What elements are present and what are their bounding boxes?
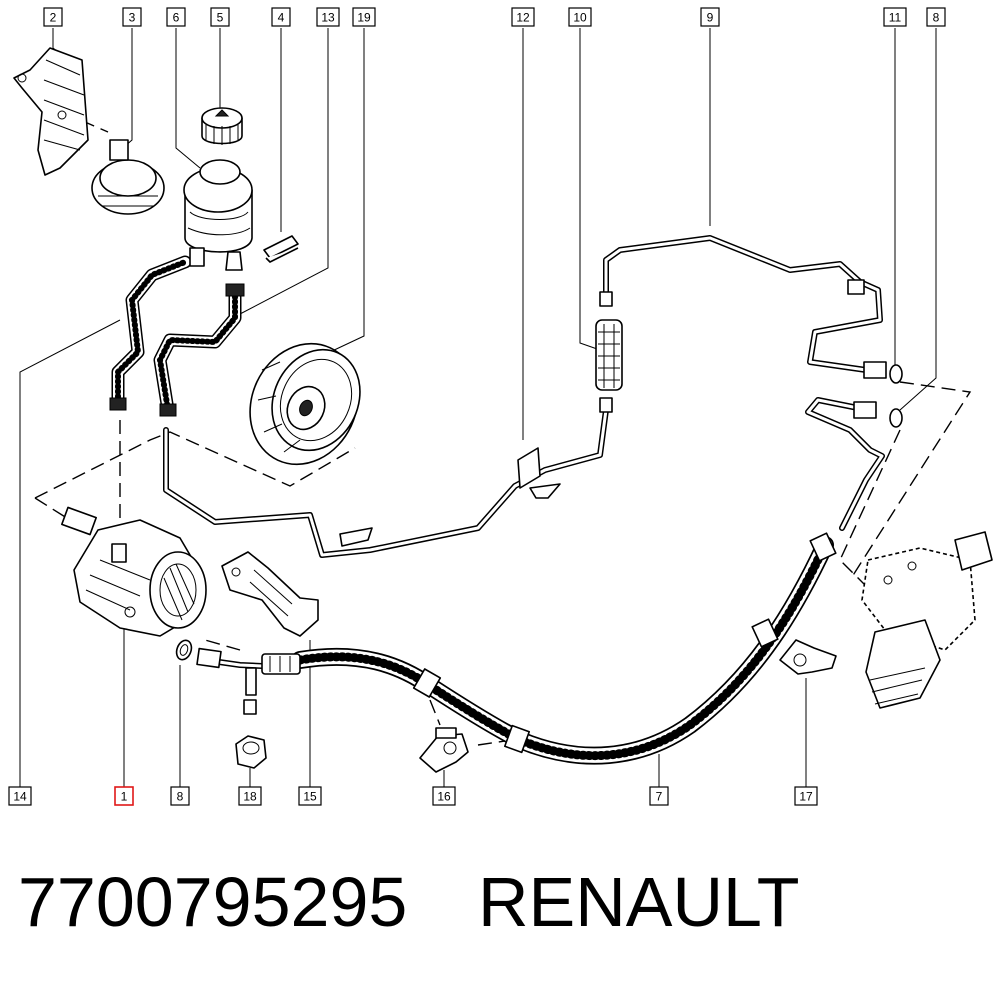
label-10: 10	[568, 7, 592, 27]
label-6: 6	[166, 7, 186, 27]
brand-name: RENAULT	[478, 863, 800, 941]
svg-text:13: 13	[321, 11, 335, 25]
label-boxes-top: 2 3 6 5 4 13 19 12 10 9 11 8	[43, 7, 946, 27]
part-16-clamp	[419, 727, 469, 773]
metal-pipe-9	[603, 235, 883, 373]
label-boxes-bottom: 14 1 8 18 15 16 7 17	[8, 786, 818, 806]
label-2: 2	[43, 7, 63, 27]
part-11-fittings	[847, 279, 903, 428]
part-6-reservoir	[183, 159, 253, 271]
steering-box	[861, 531, 993, 709]
svg-text:3: 3	[129, 11, 136, 25]
label-18: 18	[238, 786, 262, 806]
metal-pipe-right	[805, 397, 885, 531]
pressure-hose-7	[291, 532, 837, 765]
label-4: 4	[271, 7, 291, 27]
svg-text:4: 4	[278, 11, 285, 25]
caption: 7700795295 RENAULT	[18, 863, 800, 941]
assembly-dashed-lines	[34, 111, 972, 746]
part-8-oring	[175, 639, 193, 661]
svg-text:10: 10	[573, 11, 587, 25]
label-13: 13	[316, 7, 340, 27]
svg-text:18: 18	[243, 790, 257, 804]
label-19: 19	[352, 7, 376, 27]
part-5-cap	[201, 107, 243, 145]
label-3: 3	[122, 7, 142, 27]
svg-text:15: 15	[303, 790, 317, 804]
label-14: 14	[8, 786, 32, 806]
label-5: 5	[210, 7, 230, 27]
svg-text:8: 8	[177, 790, 184, 804]
svg-text:1: 1	[121, 790, 128, 804]
label-12: 12	[511, 7, 535, 27]
svg-text:2: 2	[50, 11, 57, 25]
svg-text:19: 19	[357, 11, 371, 25]
label-9: 9	[700, 7, 720, 27]
svg-text:17: 17	[799, 790, 813, 804]
part-12-pipe-bracket	[339, 447, 561, 547]
label-17: 17	[794, 786, 818, 806]
part-19-pulley	[249, 342, 361, 466]
metal-pipe-12	[163, 407, 609, 558]
svg-text:11: 11	[889, 11, 902, 25]
label-15: 15	[298, 786, 322, 806]
part-3-clamp	[91, 139, 165, 215]
leader-lines	[19, 28, 937, 787]
label-8-top: 8	[926, 7, 946, 27]
svg-text:12: 12	[516, 11, 530, 25]
svg-text:8: 8	[933, 11, 940, 25]
part-10-sleeve	[595, 291, 623, 413]
hose-end-fitting	[196, 647, 301, 696]
label-7: 7	[649, 786, 669, 806]
return-hose-14	[109, 255, 245, 417]
label-1-highlighted: 1	[114, 786, 134, 806]
part-4-clip	[263, 235, 299, 263]
part-17-clip	[779, 639, 837, 675]
svg-text:16: 16	[437, 790, 451, 804]
label-11: 11	[883, 7, 907, 27]
svg-text:9: 9	[707, 11, 714, 25]
part-18-nut	[235, 699, 267, 769]
part-15-bracket	[221, 551, 319, 637]
svg-text:7: 7	[656, 790, 663, 804]
part-number: 7700795295	[18, 863, 407, 941]
label-8-bottom: 8	[170, 786, 190, 806]
part-2-bracket	[13, 47, 89, 176]
svg-text:6: 6	[173, 11, 180, 25]
part-1-pump	[61, 506, 207, 637]
svg-text:14: 14	[13, 790, 27, 804]
svg-text:5: 5	[217, 11, 224, 25]
label-16: 16	[432, 786, 456, 806]
